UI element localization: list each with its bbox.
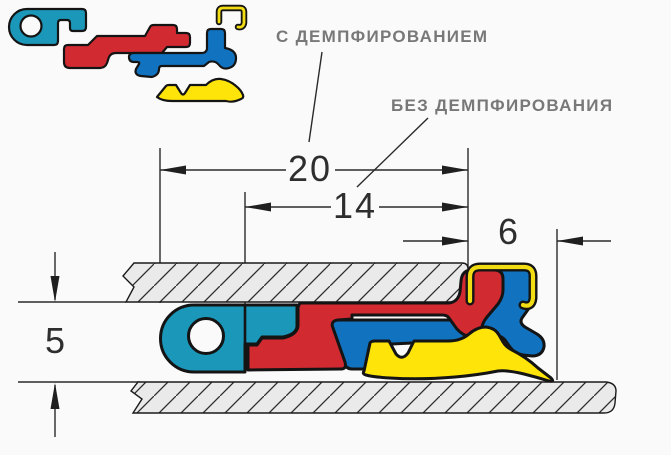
dim-6-value: 6 [498, 211, 520, 252]
exploded-yellow-part [155, 77, 245, 103]
yellow-seal-profile [361, 325, 555, 383]
dimension-5: 5 [45, 252, 67, 437]
exploded-teal-hole [19, 14, 43, 38]
clip-yellow-band [467, 264, 536, 308]
dimension-14: 14 [245, 185, 468, 226]
exploded-parts-view [7, 4, 248, 103]
exploded-red-part [62, 23, 192, 70]
teal-carrier-hole [187, 317, 225, 355]
damped-leader-line [308, 51, 323, 143]
dim-14-value: 14 [333, 185, 377, 226]
exploded-blue-part [127, 27, 238, 79]
dim-20-value: 20 [288, 148, 332, 189]
exploded-clip-outline [215, 4, 248, 31]
exploded-clip-yellow [217, 6, 246, 29]
top-panel [122, 262, 469, 303]
bottom-panel [130, 381, 617, 414]
damped-label: С ДЕМПФИРОВАНИЕМ [276, 27, 488, 46]
undamped-label: БЕЗ ДЕМПФИРОВАНИЯ [391, 96, 613, 115]
dimension-6: 6 [403, 211, 611, 252]
dim-5-value: 5 [45, 320, 67, 361]
dimension-20: 20 [160, 148, 468, 189]
assembled-profile [159, 262, 555, 383]
undamped-leader-line [356, 117, 429, 188]
